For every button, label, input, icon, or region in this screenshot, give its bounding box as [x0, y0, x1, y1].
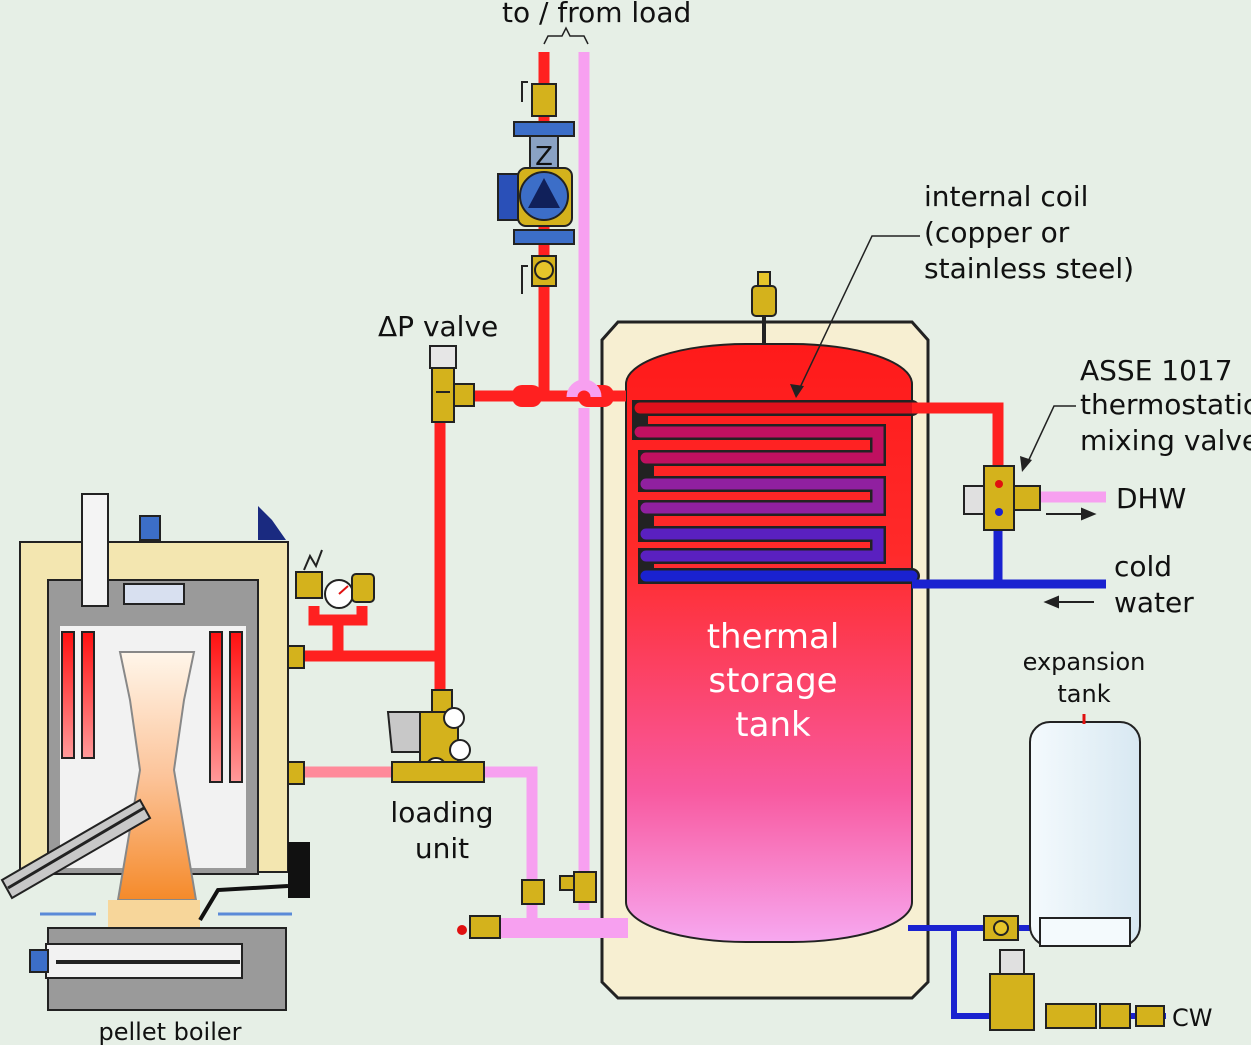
loading-unit-label-2: unit	[415, 832, 469, 865]
arrow-head	[790, 384, 804, 398]
ball-valve-icon	[983, 915, 1019, 941]
internal-coil-label-3: stainless steel)	[924, 252, 1134, 285]
leader-lines	[543, 26, 1076, 467]
expansion-tank	[1029, 714, 1141, 947]
ball-valve-icon	[457, 871, 597, 939]
tank-label-3: tank	[735, 705, 811, 745]
pellet-boiler-label: pellet boiler	[98, 1018, 241, 1045]
loading-unit	[386, 689, 485, 783]
asse-label: ASSE 1017	[1080, 354, 1233, 387]
tank-label: thermal	[707, 617, 840, 657]
flow-arrows	[1043, 507, 1097, 609]
differential-pressure-valve	[429, 345, 475, 423]
pellet-boiler	[0, 493, 310, 1011]
svg-text:Z: Z	[535, 142, 553, 172]
tank-label-2: storage	[708, 661, 837, 701]
load-circulator: Z	[497, 81, 575, 294]
union-fitting	[287, 645, 305, 669]
pressure-gauge-icon	[443, 707, 465, 729]
internal-coil	[632, 400, 920, 584]
union-fitting	[287, 761, 305, 785]
fill-valve-assembly	[989, 949, 1165, 1031]
expansion-tank-label-2: tank	[1057, 680, 1110, 708]
dp-valve-label: ΔP valve	[378, 310, 498, 343]
internal-coil-label: internal coil	[924, 180, 1088, 213]
return-piping	[480, 52, 1106, 938]
boiler-safety-group	[295, 549, 375, 609]
air-vent-icon	[751, 271, 777, 317]
arrow-head	[1020, 456, 1032, 472]
thermostatic-mixing-valve	[963, 465, 1041, 531]
to-from-load-label: to / from load	[502, 0, 691, 29]
internal-coil-label-2: (copper or	[924, 216, 1070, 249]
asse-label-3: mixing valve	[1080, 424, 1251, 457]
dhw-label: DHW	[1116, 482, 1186, 515]
cold-water-label: cold	[1114, 550, 1172, 583]
expansion-tank-label: expansion	[1023, 648, 1146, 676]
asse-label-2: thermostatic	[1080, 388, 1251, 421]
cold-water-label-2: water	[1114, 586, 1194, 619]
cw-label: CW	[1172, 1004, 1213, 1032]
pressure-gauge-icon	[449, 739, 471, 761]
loading-unit-label: loading	[390, 796, 493, 829]
